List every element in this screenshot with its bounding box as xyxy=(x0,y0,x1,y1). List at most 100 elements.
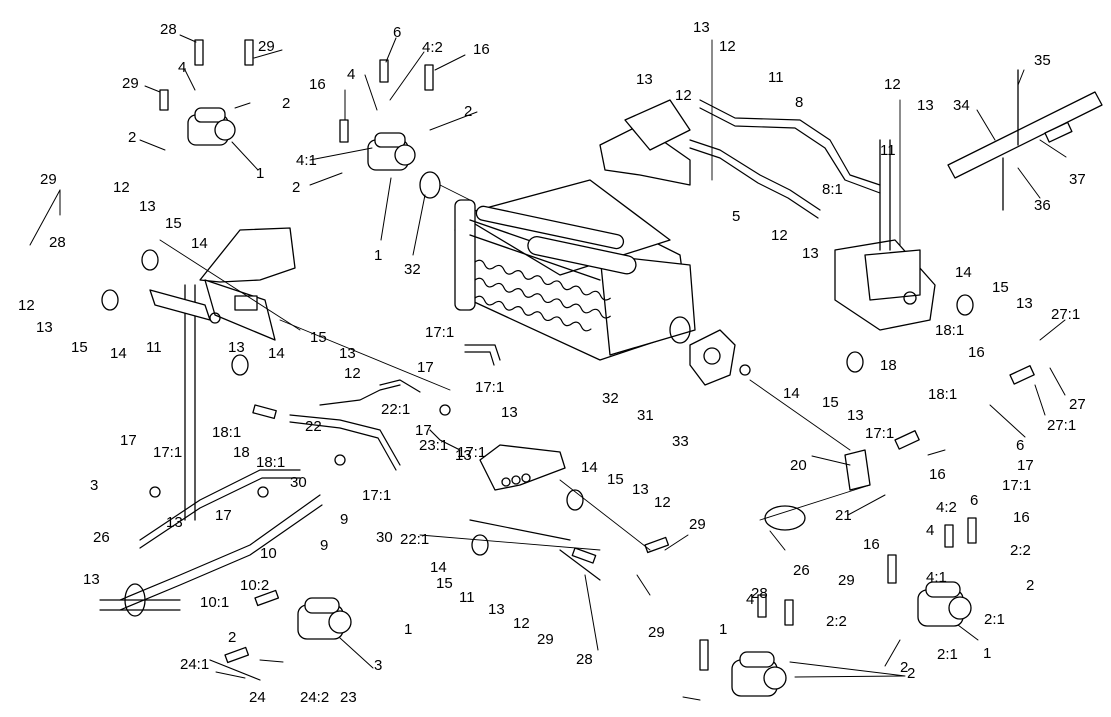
callout-label: 12 xyxy=(654,494,671,511)
callout-label: 21 xyxy=(835,507,852,524)
callout-label: 13 xyxy=(847,407,864,424)
callout-label: 11 xyxy=(880,142,896,159)
callout-label: 15 xyxy=(165,215,182,232)
callout-label: 24:1 xyxy=(180,656,210,673)
left-frame xyxy=(149,227,296,521)
callout-label: 13 xyxy=(166,514,183,531)
callout-label: 1 xyxy=(404,621,413,638)
callout-label: 30 xyxy=(290,474,307,491)
callout-label: 37 xyxy=(1069,171,1086,188)
callout-label: 18:1 xyxy=(928,386,958,403)
callout-leaders xyxy=(29,34,1067,701)
callout-label: 17:1 xyxy=(362,487,392,504)
callout-label: 13 xyxy=(632,481,649,498)
callout-label: 22:1 xyxy=(400,531,430,548)
callout-label: 11 xyxy=(146,339,162,356)
pump-bottom-right xyxy=(917,581,972,627)
callout-label: 12 xyxy=(719,38,736,55)
callout-label: 2:2 xyxy=(826,613,847,630)
callout-label: 2 xyxy=(907,665,916,682)
callout-label: 16 xyxy=(473,41,490,58)
callout-label: 13 xyxy=(83,571,100,588)
callout-label: 1 xyxy=(256,165,265,182)
mount-plate-20 xyxy=(844,449,871,491)
callout-label: 16 xyxy=(309,76,326,93)
callout-label: 12 xyxy=(675,87,692,104)
upper-bracket xyxy=(599,99,691,186)
callout-label: 4:2 xyxy=(936,499,957,516)
callout-label: 15 xyxy=(71,339,88,356)
callout-label: 17:1 xyxy=(425,324,455,341)
callout-label: 4:1 xyxy=(926,569,947,586)
callout-label: 27 xyxy=(1069,396,1086,413)
callout-label: 6 xyxy=(393,24,402,41)
callout-label: 22 xyxy=(305,418,322,435)
callout-label: 18:1 xyxy=(256,454,286,471)
callout-label: 13 xyxy=(488,601,505,618)
callout-label: 3 xyxy=(374,657,383,674)
callout-label: 1 xyxy=(983,645,992,662)
callout-label: 18 xyxy=(233,444,250,461)
callout-label: 26 xyxy=(93,529,110,546)
callout-label: 12 xyxy=(18,297,35,314)
callout-label: 2 xyxy=(1026,577,1035,594)
callout-label: 29 xyxy=(40,171,57,188)
callout-label: 27:1 xyxy=(1051,306,1081,323)
callout-label: 15 xyxy=(822,394,839,411)
callout-label: 14 xyxy=(783,385,800,402)
callout-label: 2 xyxy=(900,659,909,676)
callout-label: 17 xyxy=(215,507,232,524)
callout-label: 29 xyxy=(122,75,139,92)
callout-label: 13 xyxy=(693,19,710,36)
callout-label: 2:2 xyxy=(1010,542,1031,559)
callout-label: 28 xyxy=(576,651,593,668)
callout-label: 24 xyxy=(249,689,266,706)
callout-label: 24:2 xyxy=(300,689,330,706)
hose-fittings xyxy=(101,39,1035,671)
assembly-guide-lines xyxy=(159,39,901,551)
callout-label: 32 xyxy=(404,261,421,278)
callout-label: 2:1 xyxy=(984,611,1005,628)
callout-label: 13 xyxy=(36,319,53,336)
callout-label: 4:1 xyxy=(296,152,317,169)
callout-label: 16 xyxy=(968,344,985,361)
callout-label: 20 xyxy=(790,457,807,474)
callout-label: 23 xyxy=(340,689,357,706)
callout-label: 2:1 xyxy=(937,646,958,663)
callout-label: 9 xyxy=(340,511,349,528)
callout-label: 1 xyxy=(374,247,383,264)
callout-label: 2 xyxy=(464,103,473,120)
callout-label: 29 xyxy=(689,516,706,533)
callout-label: 10:2 xyxy=(240,577,270,594)
callout-label: 11 xyxy=(768,69,784,86)
callout-label: 22:1 xyxy=(381,401,411,418)
callout-label: 28 xyxy=(49,234,66,251)
callout-label: 14 xyxy=(110,345,127,362)
callout-label: 6 xyxy=(970,492,979,509)
right-bracket xyxy=(834,139,936,331)
callout-label: 13 xyxy=(455,447,472,464)
callout-label: 1 xyxy=(719,621,728,638)
callout-label: 27:1 xyxy=(1047,417,1077,434)
callout-label: 13 xyxy=(501,404,518,421)
callout-label: 13 xyxy=(802,245,819,262)
callout-label: 28 xyxy=(751,585,768,602)
callout-label: 14 xyxy=(268,345,285,362)
callout-label: 12 xyxy=(513,615,530,632)
callout-label: 4:2 xyxy=(422,39,443,56)
callout-label: 2 xyxy=(282,95,291,112)
callout-label: 16 xyxy=(929,466,946,483)
callout-label: 4 xyxy=(347,66,356,83)
callout-label: 15 xyxy=(436,575,453,592)
callout-label: 15 xyxy=(992,279,1009,296)
callout-label: 2 xyxy=(128,129,137,146)
callout-label: 17 xyxy=(120,432,137,449)
callout-label: 17:1 xyxy=(153,444,183,461)
callout-label: 13 xyxy=(636,71,653,88)
callout-label: 23:1 xyxy=(419,437,449,454)
callout-label: 17 xyxy=(1017,457,1034,474)
callout-label: 34 xyxy=(953,97,970,114)
callout-label: 12 xyxy=(771,227,788,244)
